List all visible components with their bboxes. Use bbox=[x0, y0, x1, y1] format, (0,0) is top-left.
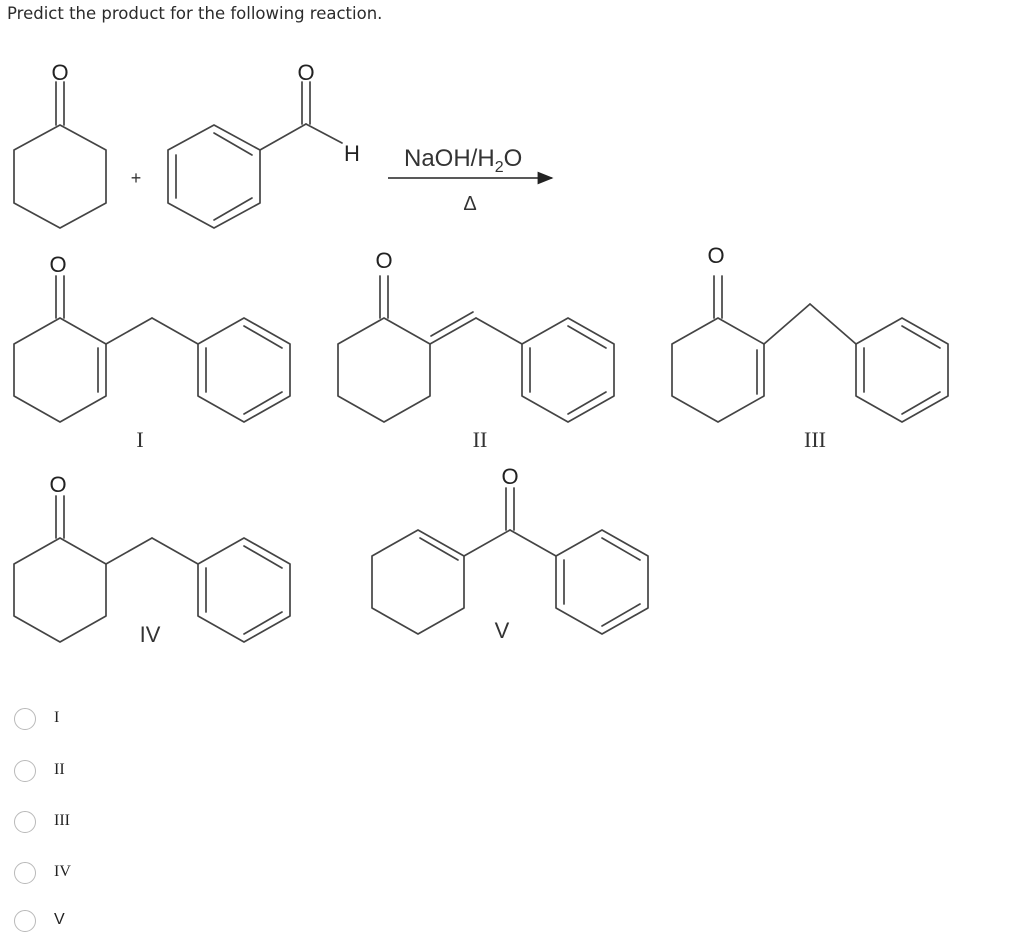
choice-I[interactable]: I bbox=[14, 706, 134, 734]
structure-III: O III bbox=[671, 243, 949, 452]
structure-IV: O IV bbox=[13, 472, 291, 647]
choice-label: V bbox=[54, 911, 65, 928]
choice-label: IV bbox=[54, 863, 71, 880]
reagent-label: NaOH/H2O bbox=[404, 145, 522, 176]
hydrogen-atom-label: H bbox=[344, 141, 360, 166]
radio-button[interactable] bbox=[14, 760, 36, 782]
radio-button[interactable] bbox=[14, 910, 36, 932]
choice-label: III bbox=[54, 812, 70, 829]
radio-button[interactable] bbox=[14, 862, 36, 884]
radio-button[interactable] bbox=[14, 708, 36, 730]
plus-sign: + bbox=[131, 168, 142, 188]
cyclohexanone-structure: O bbox=[13, 60, 107, 229]
benzaldehyde-structure: O H bbox=[167, 60, 360, 229]
choice-V[interactable]: V bbox=[14, 908, 134, 936]
svg-text:O: O bbox=[375, 248, 392, 273]
choice-label: I bbox=[54, 709, 60, 726]
heat-symbol: Δ bbox=[463, 193, 476, 215]
structure-V: O V bbox=[371, 464, 649, 643]
radio-button[interactable] bbox=[14, 811, 36, 833]
svg-text:O: O bbox=[501, 464, 518, 489]
question-text: Predict the product for the following re… bbox=[7, 4, 383, 23]
svg-text:O: O bbox=[707, 243, 724, 268]
structure-label-IV: IV bbox=[140, 622, 161, 647]
choice-label: II bbox=[54, 761, 65, 778]
choice-III[interactable]: III bbox=[14, 809, 134, 837]
svg-text:O: O bbox=[49, 472, 66, 497]
choice-II[interactable]: II bbox=[14, 758, 134, 786]
structure-label-V: V bbox=[495, 618, 510, 643]
reaction-arrow-group: NaOH/H2O Δ bbox=[388, 145, 554, 215]
structure-label-III: III bbox=[804, 427, 826, 452]
oxygen-atom-label: O bbox=[51, 60, 68, 85]
structure-I: O I bbox=[13, 252, 291, 452]
structure-II: O II bbox=[337, 248, 615, 452]
svg-text:O: O bbox=[49, 252, 66, 277]
structure-label-II: II bbox=[473, 427, 488, 452]
oxygen-atom-label: O bbox=[297, 60, 314, 85]
reaction-scheme: O + O H NaOH/H2O Δ O I bbox=[13, 60, 949, 647]
choice-IV[interactable]: IV bbox=[14, 860, 134, 888]
structure-label-I: I bbox=[136, 427, 143, 452]
